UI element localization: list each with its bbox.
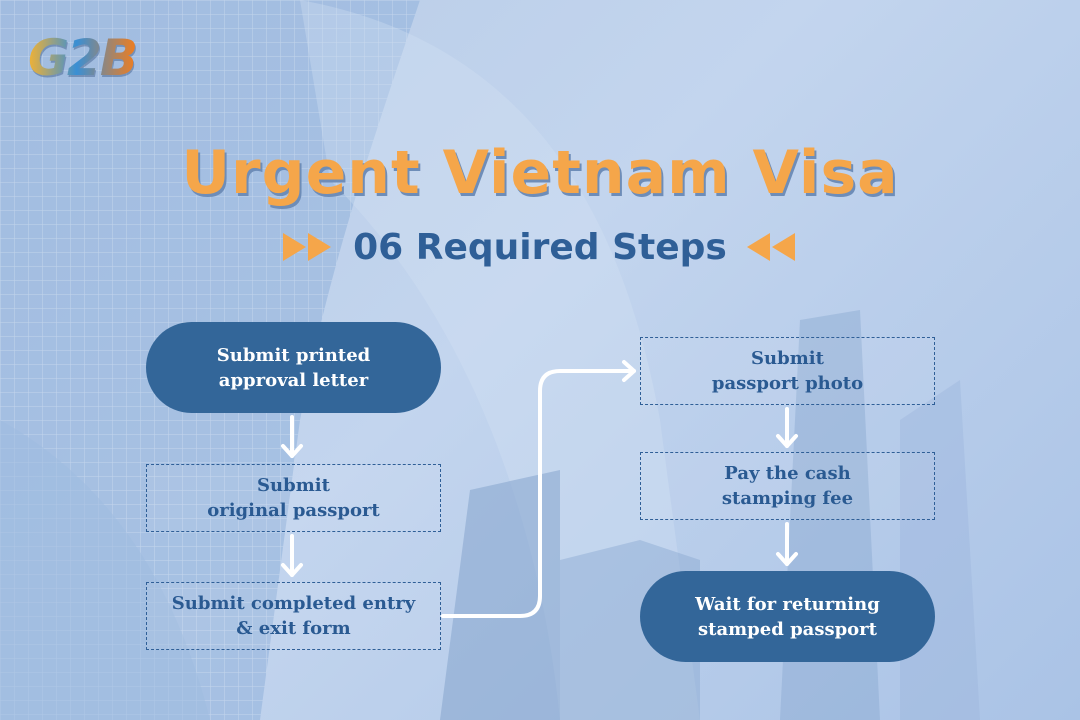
g2b-logo: G2B bbox=[28, 28, 178, 98]
step-label: Submit original passport bbox=[207, 475, 380, 521]
step-pay-stamping-fee: Pay the cash stamping fee bbox=[640, 452, 935, 520]
step-label: Wait for returning stamped passport bbox=[695, 593, 880, 640]
step-submit-entry-exit-form: Submit completed entry & exit form bbox=[146, 582, 441, 650]
subtitle-row: 06 Required Steps bbox=[0, 222, 1080, 272]
fast-forward-icon bbox=[283, 233, 332, 261]
step-wait-for-passport: Wait for returning stamped passport bbox=[640, 571, 935, 662]
rewind-icon bbox=[746, 233, 795, 261]
step-submit-original-passport: Submit original passport bbox=[146, 464, 441, 532]
step-label: Submit completed entry & exit form bbox=[171, 593, 416, 639]
step-label: Submit passport photo bbox=[711, 348, 864, 394]
step-submit-approval-letter: Submit printed approval letter bbox=[146, 322, 441, 413]
page-subtitle: 06 Required Steps bbox=[353, 226, 727, 268]
step-label: Pay the cash stamping fee bbox=[721, 463, 854, 509]
step-submit-passport-photo: Submit passport photo bbox=[640, 337, 935, 405]
page-title: Urgent Vietnam Visa bbox=[181, 138, 899, 208]
step-label: Submit printed approval letter bbox=[216, 344, 371, 391]
logo-text: G2B bbox=[28, 29, 138, 87]
